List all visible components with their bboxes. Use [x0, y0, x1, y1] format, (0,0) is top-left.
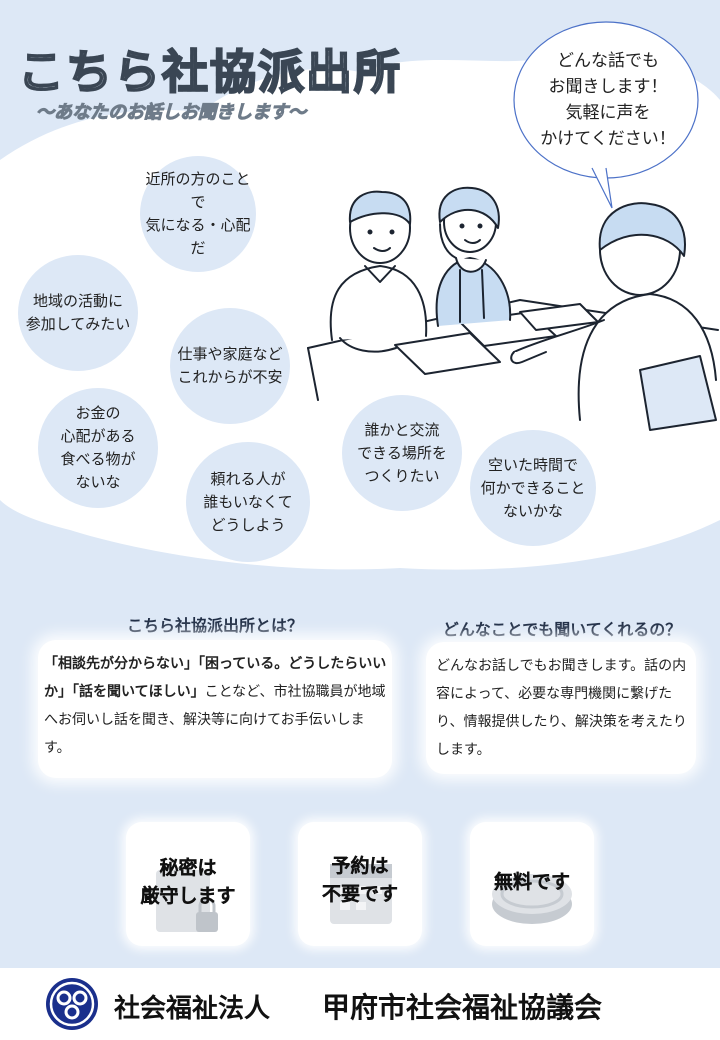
topic-no-one: 頼れる人が 誰もいなくて どうしよう: [186, 442, 310, 562]
badge-free: 無料です: [470, 822, 594, 946]
footer-org-name: 甲府市社会福祉協議会: [322, 991, 603, 1024]
coin-icon: [492, 874, 572, 924]
info-right-card: どんなお話しでもお聞きします。話の内容によって、必要な専門機関に繋げたり、情報提…: [426, 642, 696, 774]
footer-org-type: 社会福祉法人: [114, 994, 271, 1024]
speech-line: どんな話でも: [557, 51, 659, 71]
info-left-body: ことなど、市社協職員が地域へお伺いし話を聞き、解決等に向けてお手伝いします。: [44, 684, 386, 756]
badge-secret-label: 秘密は 厳守します: [140, 857, 236, 907]
info-left-heading: こちら社協派出所とは？: [126, 616, 303, 635]
badge-free-label: 無料です: [493, 871, 570, 893]
badge-no-reservation-label: 予約は 不要です: [321, 855, 398, 905]
footer: 社会福祉法人 甲府市社会福祉協議会: [0, 968, 720, 1040]
speech-line: かけてください！: [540, 129, 676, 149]
info-right-heading: どんなことでも聞いてくれるの？: [442, 620, 682, 639]
topic-neighbors: 近所の方のことで 気になる・心配だ: [140, 156, 256, 272]
calendar-icon: [330, 864, 392, 924]
badge-no-reservation: 予約は 不要です: [298, 822, 422, 946]
topic-money-food: お金の 心配がある 食べる物が ないな: [38, 388, 158, 508]
topic-social-place: 誰かと交流 できる場所を つくりたい: [342, 395, 462, 511]
page-subtitle: 〜あなたのお話しお聞きします〜: [36, 102, 307, 124]
consultation-illustration: [307, 186, 719, 431]
speech-line: お聞きします！: [548, 77, 668, 97]
info-left-card: 「相談先が分からない」「困っている。どうしたらいいか」「話を聞いてほしい」ことな…: [38, 640, 392, 778]
topic-community: 地域の活動に 参加してみたい: [18, 255, 138, 371]
badge-secret: 秘密は 厳守します: [126, 822, 250, 946]
info-right-body: どんなお話しでもお聞きします。話の内容によって、必要な専門機関に繋げたり、情報提…: [436, 658, 687, 758]
speech-bubble-text: どんな話でも お聞きします！ 気軽に声を かけてください！: [528, 48, 688, 152]
speech-bubble: [513, 21, 699, 209]
topic-work-family: 仕事や家庭など これからが不安: [170, 308, 290, 424]
page-title: こちら社協派出所: [17, 36, 402, 102]
speech-line: 気軽に声を: [565, 103, 651, 123]
topic-free-time: 空いた時間で 何かできること ないかな: [470, 430, 596, 546]
shakyo-logo-icon: [46, 978, 98, 1030]
info-left-quote: 「相談先が分からない」「困っている。どうしたらいいか」「話を聞いてほしい」: [44, 656, 387, 700]
lock-icon: [156, 870, 218, 932]
